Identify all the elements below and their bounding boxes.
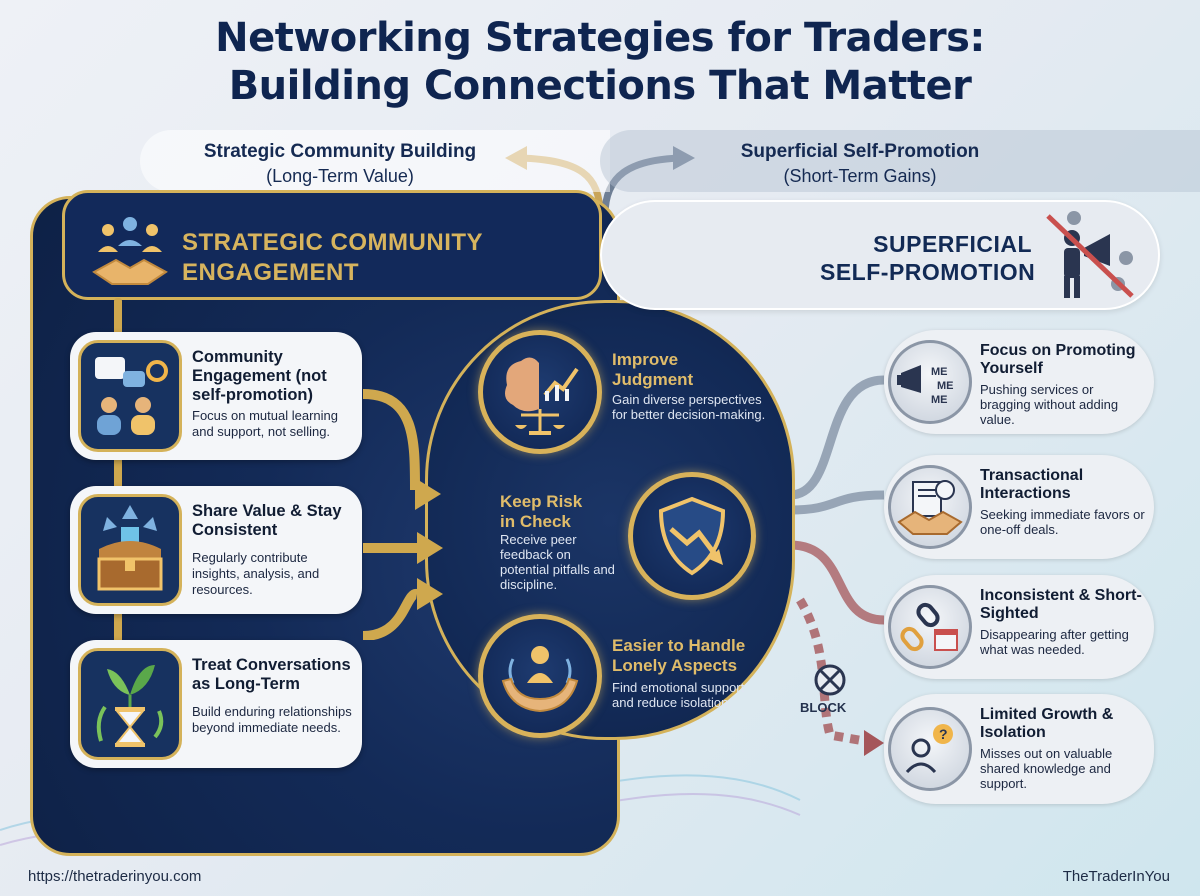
- center-item-title: Improve Judgment: [612, 350, 693, 390]
- left-card-title: Treat Conversations as Long-Term: [192, 656, 351, 693]
- broken-chain-calendar-icon: [888, 585, 972, 669]
- left-card-title: Share Value & Stay Consistent: [192, 502, 342, 539]
- page-title-line2: Building Connections That Matter: [228, 63, 972, 109]
- center-item-title-line2: Judgment: [612, 370, 694, 389]
- page-title-line1: Networking Strategies for Traders:: [215, 15, 985, 61]
- no-megaphone-icon: [1046, 211, 1134, 298]
- right-card-transactional: Transactional Interactions Seeking immed…: [884, 455, 1154, 559]
- treasure-chest-icon: [78, 494, 182, 606]
- right-card-desc: Disappearing after getting what was need…: [980, 627, 1129, 657]
- footer-brand: TheTraderInYou: [1062, 868, 1170, 885]
- left-section-title: STRATEGIC COMMUNITY ENGAGEMENT: [182, 228, 483, 288]
- page-title: Networking Strategies for Traders: Build…: [0, 14, 1200, 110]
- center-item-desc: Find emotional support and reduce isolat…: [612, 680, 745, 710]
- right-section-title-line1: SUPERFICIAL: [873, 231, 1032, 257]
- right-section-title: SUPERFICIAL SELF-PROMOTION: [820, 230, 1036, 286]
- chain-link-2: [114, 456, 122, 496]
- right-header-background: [600, 130, 1200, 192]
- left-card-title: Community Engagement (not self-promotion…: [192, 348, 327, 404]
- center-item-title-line2: in Check: [500, 512, 571, 531]
- chain-link-1: [114, 298, 122, 338]
- block-arrow-head: [864, 730, 884, 756]
- block-label: BLOCK: [800, 700, 847, 715]
- right-card-desc: Misses out on valuable shared knowledge …: [980, 746, 1113, 791]
- center-item-title-line2: Lonely Aspects: [612, 656, 738, 675]
- left-card-share-value: Share Value & Stay Consistent Regularly …: [70, 486, 362, 614]
- center-item-title-line1: Easier to Handle: [612, 636, 746, 655]
- center-item-title: Easier to Handle Lonely Aspects: [612, 636, 745, 676]
- center-item-title-line1: Keep Risk: [500, 492, 583, 511]
- left-card-desc: Focus on mutual learning and support, no…: [192, 408, 338, 439]
- gold-arrows: [362, 389, 443, 640]
- center-item-title-line1: Improve: [612, 350, 679, 369]
- connector-1: [789, 375, 885, 500]
- left-card-long-term: Treat Conversations as Long-Term Build e…: [70, 640, 362, 768]
- handshake-document-icon: [888, 465, 972, 549]
- chat-people-icon: [78, 340, 182, 452]
- right-card-limited-growth: ? Limited Growth & Isolation Misses out …: [884, 694, 1154, 804]
- curved-arrow-right: [601, 154, 681, 216]
- left-header-subtitle: (Long-Term Value): [266, 166, 414, 186]
- curved-arrow-right-head: [673, 146, 695, 170]
- support-hands-icon: [478, 614, 602, 738]
- megaphone-me-icon: ME ME ME: [888, 340, 972, 424]
- connector-2: [789, 490, 885, 515]
- me-text: ME: [937, 380, 954, 392]
- right-section-title-line2: SELF-PROMOTION: [820, 259, 1036, 285]
- right-header-title: Superficial Self-Promotion: [740, 141, 980, 162]
- shield-arrow-icon: [628, 472, 756, 600]
- left-card-desc: Regularly contribute insights, analysis,…: [192, 550, 320, 597]
- community-handshake-icon: [92, 217, 168, 285]
- right-card-title: Transactional Interactions: [980, 467, 1084, 502]
- left-card-community-engagement: Community Engagement (not self-promotion…: [70, 332, 362, 460]
- footer-url-link[interactable]: https://thetraderinyou.com: [28, 868, 202, 885]
- center-item-desc: Gain diverse perspectives for better dec…: [612, 392, 766, 422]
- right-card-title: Limited Growth & Isolation: [980, 706, 1114, 741]
- right-card-desc: Pushing services or bragging without add…: [980, 382, 1119, 427]
- left-section-title-line2: ENGAGEMENT: [182, 259, 360, 286]
- right-card-inconsistent: Inconsistent & Short-Sighted Disappearin…: [884, 575, 1154, 679]
- me-text: ME: [931, 366, 948, 378]
- connector-3: [789, 540, 885, 625]
- left-header-title: Strategic Community Building: [203, 141, 477, 162]
- left-header: Strategic Community Building (Long-Term …: [170, 140, 510, 188]
- right-card-promoting-yourself: ME ME ME Focus on Promoting Yourself Pus…: [884, 330, 1154, 434]
- right-header-subtitle: (Short-Term Gains): [783, 166, 937, 186]
- me-text: ME: [931, 394, 948, 406]
- brain-scale-icon: [478, 330, 602, 454]
- hourglass-plant-icon: [78, 648, 182, 760]
- svg-text:?: ?: [939, 726, 948, 742]
- person-question-icon: ?: [888, 707, 972, 791]
- right-card-desc: Seeking immediate favors or one-off deal…: [980, 507, 1145, 537]
- left-section-title-line1: STRATEGIC COMMUNITY: [182, 229, 484, 256]
- left-header-background: [140, 130, 610, 192]
- right-card-title: Focus on Promoting Yourself: [980, 342, 1136, 377]
- right-header: Superficial Self-Promotion (Short-Term G…: [700, 140, 1020, 188]
- center-item-desc: Receive peer feedback on potential pitfa…: [500, 532, 615, 592]
- right-card-title: Inconsistent & Short-Sighted: [980, 587, 1142, 622]
- center-item-title: Keep Risk in Check: [500, 492, 582, 532]
- chain-link-3: [114, 606, 122, 650]
- left-card-desc: Build enduring relationships beyond imme…: [192, 704, 352, 735]
